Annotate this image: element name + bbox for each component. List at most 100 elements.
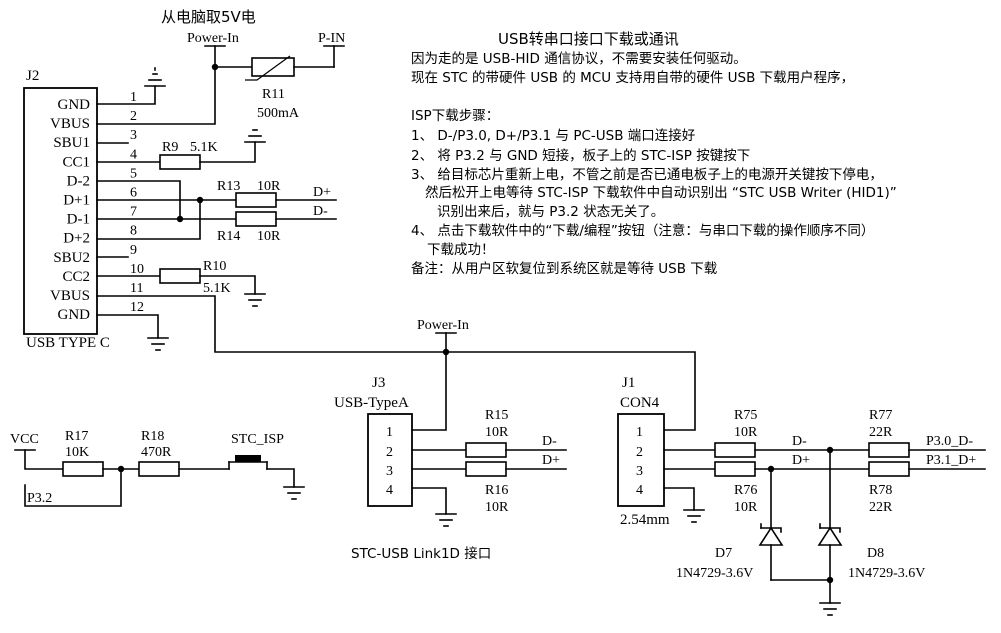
j3-name: USB-TypeA: [334, 395, 409, 411]
note-line-6: 3、 给目标芯片重新上电，不管之前是否已通电板子上的电源开关键按下停电，: [411, 166, 883, 183]
r13-value: 10R: [257, 179, 281, 194]
d7-ref: D7: [715, 546, 732, 561]
net-j1-dm: D-: [792, 434, 807, 449]
net-p32: P3.2: [27, 491, 52, 506]
r15: [465, 442, 507, 458]
zener-d8: [817, 523, 843, 604]
j2-pin-name: D+2: [63, 231, 90, 247]
net-j1-dp: D+: [792, 453, 810, 468]
j2-pin-name: SBU1: [53, 135, 90, 151]
j2-pin-number: 12: [130, 300, 144, 315]
note-line-3: ISP下载步骤：: [411, 108, 499, 124]
junction-dot: [826, 576, 834, 584]
j1-pin-3: 3: [636, 464, 643, 479]
note-line-2: 现在 STC 的带硬件 USB 的 MCU 支持用自带的硬件 USB 下载用户程…: [411, 69, 854, 86]
connector-j3: J3 USB-TypeA 1 2 3 4: [334, 375, 413, 507]
j2-pin-name: GND: [58, 307, 91, 323]
r18-value: 470R: [141, 445, 172, 460]
r14-ref: R14: [217, 229, 240, 244]
j2-pin-number: 2: [130, 109, 137, 124]
note-line-4: 1、 D-/P3.0, D+/P3.1 与 PC-USB 端口连接好: [411, 127, 695, 144]
r75: [714, 442, 756, 458]
j2-pin-name: VBUS: [50, 288, 90, 304]
j3-caption: STC-USB Link1D 接口: [351, 545, 491, 562]
r76: [714, 461, 756, 477]
r14-value: 10R: [257, 229, 281, 244]
power-note: 从电脑取5V电: [161, 8, 256, 26]
j2-pin-name: D-1: [67, 212, 90, 228]
r75-ref: R75: [734, 408, 757, 423]
note-line-10: 下载成功！: [427, 242, 495, 258]
j2-pin-name: D-2: [67, 173, 90, 189]
junction-dot: [196, 196, 204, 204]
j2-pin-number: 5: [130, 166, 137, 181]
r11-ref: R11: [262, 87, 285, 102]
j3-body: [367, 413, 413, 507]
j1-name: CON4: [620, 395, 660, 411]
net-power-in-top: Power-In: [187, 31, 239, 46]
r13: [235, 192, 277, 208]
r77-ref: R77: [869, 408, 892, 423]
r77-value: 22R: [869, 425, 893, 440]
net-p30: P3.0_D-: [926, 434, 973, 449]
r10: [159, 268, 201, 284]
r10-value: 5.1K: [203, 281, 231, 296]
net-d-plus-j2: D+: [313, 185, 331, 200]
junction-dot: [176, 215, 184, 223]
j2-pin-number: 6: [130, 186, 137, 201]
r78-ref: R78: [869, 483, 892, 498]
note-line-5: 2、 将 P3.2 与 GND 短接，板子上的 STC-ISP 按键按下: [411, 147, 750, 164]
j1-body: [617, 413, 665, 507]
j2-pin-name: D+1: [63, 193, 90, 209]
j2-pin-number: 4: [130, 147, 137, 162]
r15-value: 10R: [485, 425, 509, 440]
j2-pin-number: 3: [130, 128, 137, 143]
r18: [138, 461, 180, 477]
r76-value: 10R: [734, 500, 758, 515]
j3-ref: J3: [372, 375, 385, 391]
j1-pin-2: 2: [636, 445, 643, 460]
r77: [868, 442, 910, 458]
j3-pin-2: 2: [386, 445, 393, 460]
j1-caption: 2.54mm: [620, 512, 670, 528]
r16: [465, 461, 507, 477]
j3-pin-4: 4: [386, 483, 393, 498]
r17-value: 10K: [65, 445, 89, 460]
j2-pin-number: 8: [130, 224, 137, 239]
zener-d7: [758, 523, 784, 581]
r9-value: 5.1K: [190, 140, 218, 155]
d7-value: 1N4729-3.6V: [676, 566, 753, 581]
note-line-8: 识别出来后，就与 P3.2 状态无关了。: [437, 204, 664, 220]
notes-title: USB转串口接口下载或通讯: [498, 30, 679, 48]
j2-pin-name: CC1: [62, 154, 90, 170]
j2-pin-name: VBUS: [50, 116, 90, 132]
j1-pin-4: 4: [636, 483, 643, 498]
j1-ref: J1: [622, 375, 635, 391]
j3-pin-1: 1: [386, 425, 393, 440]
r9: [159, 154, 201, 170]
r9-ref: R9: [162, 140, 178, 155]
r17-ref: R17: [65, 429, 88, 444]
ground-symbol: [144, 67, 166, 87]
j2-pin-number: 10: [130, 262, 144, 277]
j3-pin-3: 3: [386, 464, 393, 479]
connector-j1: J1 CON4 1 2 3 4 2.54mm: [617, 375, 670, 528]
r13-ref: R13: [217, 179, 240, 194]
net-vcc: VCC: [10, 432, 39, 447]
note-line-7: 然后松开上电等待 STC-ISP 下载软件中自动识别出 “STC USB Wri…: [425, 184, 897, 201]
j2-body: [23, 87, 98, 335]
j2-pin-name: CC2: [62, 269, 90, 285]
stc-isp-switch: [228, 455, 268, 470]
j2-pin-number: 9: [130, 243, 137, 258]
j2-pin-number: 7: [130, 205, 137, 220]
switch-ref: STC_ISP: [231, 432, 284, 447]
net-power-in-mid: Power-In: [417, 318, 469, 333]
r11-value: 500mA: [257, 106, 300, 121]
r78-value: 22R: [869, 500, 893, 515]
r15-ref: R15: [485, 408, 508, 423]
note-line-9: 4、 点击下载软件中的“下载/编程”按钮（注意：与串口下载的操作顺序不同）: [411, 222, 874, 239]
j2-pin-name: SBU2: [53, 250, 90, 266]
net-p-in: P-IN: [318, 31, 345, 46]
net-p31: P3.1_D+: [926, 453, 976, 468]
